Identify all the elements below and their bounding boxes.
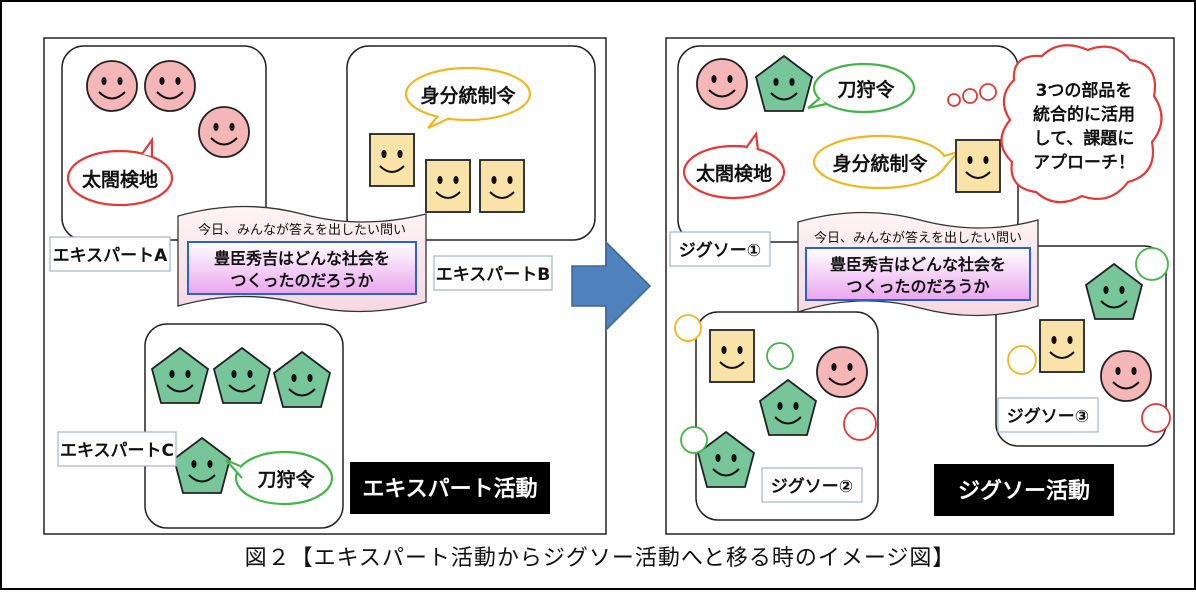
speech-bubble-icon: [234, 450, 334, 506]
speech-bubble-icon: [1135, 247, 1169, 281]
smiley-circle-icon: [86, 60, 138, 112]
jigsaw-activity-title: ジグソー活動: [958, 478, 1090, 504]
smiley-circle-icon: [1100, 350, 1152, 402]
speech-bubble-icon: [404, 66, 532, 122]
right-arrow-icon: [571, 240, 652, 332]
speech-bubble-icon: [1141, 403, 1171, 433]
smiley-square-icon: [369, 133, 415, 187]
bubble-taiko-kenchi: 太閤検地: [696, 162, 772, 185]
speech-bubble-icon: [843, 407, 877, 441]
thought-cloud: [1000, 44, 1163, 204]
expert-a-tag: [49, 236, 171, 272]
question-line-1: 豊臣秀吉はどんな社会を: [830, 255, 1006, 274]
thought-bubble-icon: [947, 93, 961, 107]
expert-activity-title: エキスパート活動: [362, 477, 537, 502]
smiley-square-icon: [709, 329, 755, 383]
speech-bubble-icon: [682, 144, 786, 200]
jigsaw-activity-title-box: [934, 464, 1114, 516]
question-subtitle: 今日、みんなが答えを出したい問い: [198, 222, 406, 238]
speech-bubble-icon: [680, 426, 708, 454]
smiley-square-icon: [479, 159, 525, 213]
expert-activity-title-box: [350, 462, 550, 514]
question-box: [805, 247, 1031, 301]
expert-b-tag: [433, 255, 553, 291]
jigsaw-3-label: ジグソー③: [1007, 406, 1089, 427]
expert-b-label: エキスパートB: [436, 265, 550, 285]
smiley-circle-icon: [198, 106, 250, 158]
bubble-taiko-kenchi: 太閤検地: [82, 168, 158, 191]
thought-line-4: アプローチ！: [1033, 152, 1135, 173]
speech-bubble-icon: [1007, 345, 1037, 375]
speech-bubble-icon: [812, 62, 916, 114]
expert-a-label: エキスパートA: [53, 246, 168, 266]
question-line-1: 豊臣秀吉はどんな社会を: [214, 249, 390, 268]
bubble-mibun-toseirei: 身分統制令: [832, 152, 928, 175]
smiley-circle-icon: [696, 58, 748, 110]
bubble-mibun-toseirei: 身分統制令: [420, 84, 516, 107]
expert-c-label: エキスパートC: [60, 441, 174, 461]
question-line-2: つくったのだろうか: [230, 271, 373, 290]
thought-line-3: して、課題に: [1034, 128, 1135, 149]
jigsaw-2-label: ジグソー②: [771, 476, 853, 497]
speech-bubble-icon: [674, 314, 702, 342]
smiley-circle-icon: [144, 60, 196, 112]
question-subtitle: 今日、みんなが答えを出したい問い: [814, 230, 1022, 246]
question-box: [187, 241, 417, 295]
thought-line-2: 統合的に活用: [1033, 104, 1135, 125]
smiley-square-icon: [425, 159, 471, 213]
bubble-katanagari: 刀狩令: [837, 78, 895, 101]
smiley-square-icon: [1039, 319, 1085, 373]
jigsaw-1-tag: [669, 231, 771, 267]
speech-bubble-icon: [766, 342, 794, 370]
smiley-square-icon: [955, 139, 1001, 193]
smiley-circle-icon: [816, 346, 868, 398]
question-line-2: つくったのだろうか: [846, 277, 989, 296]
figure-caption: 図２【エキスパート活動からジグソー活動へと移る時のイメージ図】: [244, 546, 956, 571]
expert-c-tag: [57, 431, 177, 467]
jigsaw-3-tag: [997, 397, 1099, 433]
thought-line-1: 3つの部品を: [1036, 80, 1133, 101]
speech-bubble-icon: [66, 149, 174, 207]
bubble-katanagari: 刀狩令: [257, 468, 315, 491]
jigsaw-1-label: ジグソー①: [679, 240, 761, 261]
jigsaw-2-tag: [761, 467, 863, 503]
